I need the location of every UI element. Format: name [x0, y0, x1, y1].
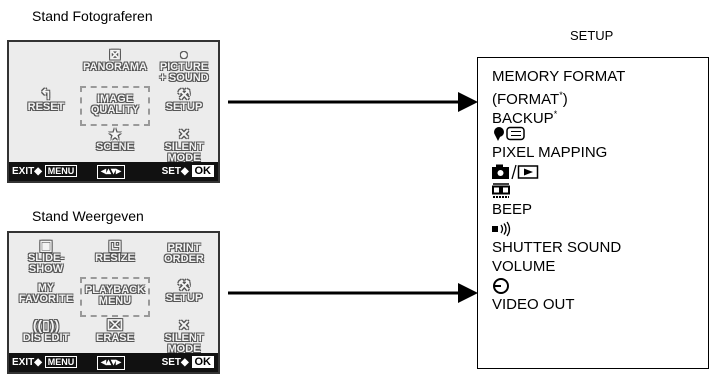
arrow-playback-to-setup	[228, 283, 478, 303]
photo-mode-menu-screen: ⊠ PANORAMA ● PICTURE + SOUND ↰ RESET IMA…	[7, 40, 220, 183]
set-hint: SET◆ OK	[162, 353, 214, 372]
photo-menu-item-setup[interactable]: ⚒ SETUP	[149, 86, 219, 126]
clock-icon	[493, 278, 509, 295]
photo-menu-item-scene[interactable]: ★ SCENE	[80, 126, 150, 166]
arrow-pad-icon: ◂▴▾▸	[97, 356, 126, 370]
set-hint: SET◆ OK	[162, 162, 214, 181]
photo-menu-item-reset[interactable]: ↰ RESET	[11, 86, 81, 126]
photo-mode-caption: Stand Fotograferen	[32, 8, 153, 24]
photo-menu-item-silent-mode[interactable]: ✕ SILENT MODE	[149, 126, 219, 166]
playback-menu-item-erase[interactable]: ⌧ ERASE	[80, 317, 150, 357]
arrow-pad-icon: ◂▴▾▸	[97, 165, 126, 179]
playback-mode-caption: Stand Weergeven	[32, 208, 144, 224]
microphone-icon: ●	[179, 46, 189, 62]
playback-menu-item-my-favorite[interactable]: MY FAVORITE	[18, 282, 74, 305]
setup-item-shutter-sound[interactable]: SHUTTER SOUND	[492, 239, 622, 256]
playback-menu-item-resize[interactable]: ◳ RESIZE	[80, 237, 150, 277]
exit-hint: EXIT◆ MENU	[12, 162, 78, 181]
photo-menu-item-image-quality[interactable]: IMAGE QUALITY	[80, 86, 150, 126]
trash-icon: ⌧	[106, 317, 124, 333]
setup-menu-list: MEMORY FORMAT (FORMAT*) BACKUP* PIXEL MA…	[477, 57, 709, 369]
setup-item-beep[interactable]: BEEP	[492, 201, 533, 218]
monitor-icon	[492, 183, 510, 199]
sound-wave-icon	[492, 221, 511, 237]
playback-mode-menu-screen: ▣ SLIDE- SHOW ◳ RESIZE PRINT ORDER MY FA…	[7, 231, 220, 374]
playback-menu-item-setup[interactable]: ⚒ SETUP	[149, 277, 219, 317]
camera-playback-icon	[492, 164, 539, 180]
playback-menu-item-playback-menu[interactable]: PLAYBACK MENU	[80, 277, 150, 317]
resize-icon: ◳	[108, 237, 122, 253]
blank-icon	[11, 46, 81, 62]
playback-menu-item-slideshow[interactable]: ▣ SLIDE- SHOW	[11, 237, 81, 277]
playback-menu-item-dis-edit[interactable]: ((▯)) DIS EDIT	[11, 317, 81, 357]
setup-item-camera-playback[interactable]	[492, 162, 708, 181]
setup-item-volume[interactable]: VOLUME	[492, 258, 556, 275]
language-icon	[494, 126, 525, 142]
photo-menu-button-bar: EXIT◆ MENU ◂▴▾▸ SET◆ OK	[9, 162, 218, 181]
photo-menu-item-panorama[interactable]: ⊠ PANORAMA	[80, 46, 150, 86]
setup-item-format[interactable]: (FORMAT*)	[492, 90, 568, 108]
photo-menu-item-picture-sound[interactable]: ● PICTURE + SOUND	[149, 46, 219, 86]
reset-arrow-icon: ↰	[40, 86, 52, 102]
setup-item-clock[interactable]	[492, 276, 708, 295]
setup-item-sound[interactable]	[492, 219, 708, 238]
panorama-icon: ⊠	[109, 46, 121, 62]
playback-menu-item-print-order[interactable]: PRINT ORDER	[164, 242, 204, 265]
playback-menu-button-bar: EXIT◆ MENU ◂▴▾▸ SET◆ OK	[9, 353, 218, 372]
wrench-icon: ⚒	[177, 86, 191, 102]
photo-menu-item-empty	[11, 46, 81, 86]
setup-caption: SETUP	[570, 28, 614, 43]
playback-menu-item-silent-mode[interactable]: ✕ SILENT MODE	[149, 317, 219, 357]
setup-item-monitor[interactable]	[492, 181, 708, 200]
playback-menu-grid: ▣ SLIDE- SHOW ◳ RESIZE PRINT ORDER MY FA…	[9, 233, 218, 355]
speaker-mute-icon: ✕	[178, 126, 190, 142]
setup-item-language[interactable]	[492, 124, 708, 143]
setup-item-backup[interactable]: BACKUP*	[492, 109, 558, 127]
speaker-mute-icon: ✕	[178, 317, 190, 333]
scene-icon: ★	[108, 126, 122, 142]
photo-menu-item-empty-2	[11, 126, 81, 166]
photo-menu-grid: ⊠ PANORAMA ● PICTURE + SOUND ↰ RESET IMA…	[9, 42, 218, 164]
setup-item-memory-format[interactable]: MEMORY FORMAT	[492, 68, 626, 85]
arrow-photo-to-setup	[228, 92, 478, 112]
exit-hint: EXIT◆ MENU	[12, 353, 78, 372]
wrench-icon: ⚒	[177, 277, 191, 293]
setup-item-pixel-mapping[interactable]: PIXEL MAPPING	[492, 144, 608, 161]
vibration-icon: ((▯))	[32, 317, 60, 333]
slideshow-icon: ▣	[39, 237, 53, 253]
setup-item-video-out[interactable]: VIDEO OUT	[492, 296, 575, 313]
